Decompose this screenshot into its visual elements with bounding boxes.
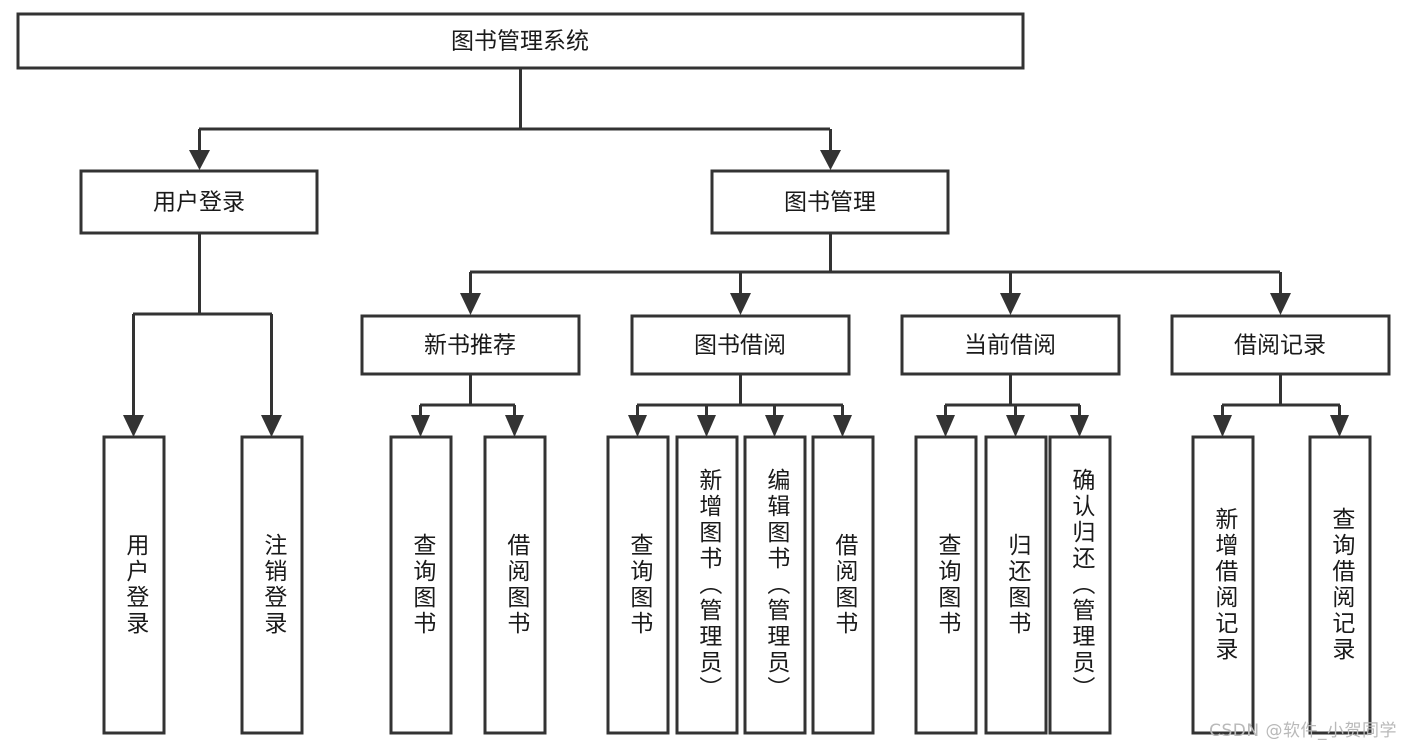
arrow-head-icon — [1330, 415, 1349, 437]
connector-root-to-level2 — [189, 68, 841, 170]
arrow-head-icon — [123, 415, 144, 437]
watermark-text: CSDN @软件_小贺同学 — [1209, 721, 1397, 741]
connector-newbook-to-leaves — [411, 375, 524, 437]
arrow-head-icon — [189, 150, 210, 170]
leaf-box-add-book-admin[interactable] — [675, 435, 739, 735]
leaf-box-return-book[interactable] — [984, 435, 1048, 735]
arrow-head-icon — [833, 415, 852, 437]
node-label: 图书借阅 — [694, 333, 786, 359]
leaf-box-borrow-book-1[interactable] — [483, 435, 547, 735]
leaf-box-query-book-3[interactable] — [914, 435, 978, 735]
leaf-box-user-login[interactable] — [102, 435, 166, 735]
leaf-box-logout[interactable] — [240, 435, 304, 735]
node-box — [630, 314, 851, 376]
connector-bookborrow-to-leaves — [628, 375, 852, 437]
arrow-head-icon — [1006, 415, 1025, 437]
node-label: 用户登录 — [153, 190, 245, 216]
node-label: 当前借阅 — [964, 333, 1056, 359]
leaf-box-query-book-1[interactable] — [389, 435, 453, 735]
node-box — [900, 314, 1121, 376]
arrow-head-icon — [820, 150, 841, 170]
arrow-head-icon — [1000, 293, 1021, 315]
connector-bookmgmt-to-level3 — [460, 233, 1291, 315]
leaf-box-query-book-2[interactable] — [606, 435, 670, 735]
node-box — [710, 169, 950, 235]
node-borrow-record[interactable]: 借阅记录 — [1170, 314, 1391, 376]
node-root-book-management-system[interactable]: 图书管理系统 — [16, 12, 1025, 70]
arrow-head-icon — [936, 415, 955, 437]
arrow-head-icon — [460, 293, 481, 315]
node-label: 图书管理系统 — [451, 29, 589, 55]
leaf-box-confirm-return-admin[interactable] — [1048, 435, 1112, 735]
arrow-head-icon — [697, 415, 716, 437]
arrow-head-icon — [730, 293, 751, 315]
node-label: 新书推荐 — [424, 333, 516, 359]
node-current-borrow[interactable]: 当前借阅 — [900, 314, 1121, 376]
node-label: 借阅记录 — [1234, 333, 1326, 359]
leaf-box-add-borrow-record[interactable] — [1191, 435, 1255, 735]
node-box — [79, 169, 319, 235]
node-label: 图书管理 — [784, 190, 876, 216]
node-user-login[interactable]: 用户登录 — [79, 169, 319, 235]
arrow-head-icon — [628, 415, 647, 437]
leaf-box-edit-book-admin[interactable] — [743, 435, 807, 735]
arrow-head-icon — [261, 415, 282, 437]
node-book-management[interactable]: 图书管理 — [710, 169, 950, 235]
arrow-head-icon — [765, 415, 784, 437]
arrow-head-icon — [1270, 293, 1291, 315]
leaf-box-query-borrow-record[interactable] — [1308, 435, 1372, 735]
arrow-head-icon — [1213, 415, 1232, 437]
node-box — [1170, 314, 1391, 376]
arrow-head-icon — [505, 415, 524, 437]
connector-currentborrow-to-leaves — [936, 375, 1089, 437]
node-book-borrow[interactable]: 图书借阅 — [630, 314, 851, 376]
arrow-head-icon — [411, 415, 430, 437]
node-box — [360, 314, 581, 376]
connector-userlogin-to-leaves — [123, 233, 282, 437]
connector-borrowrecord-to-leaves — [1213, 375, 1349, 437]
node-box — [16, 12, 1025, 70]
node-new-book-recommend[interactable]: 新书推荐 — [360, 314, 581, 376]
leaf-box-borrow-book-2[interactable] — [811, 435, 875, 735]
arrow-head-icon — [1070, 415, 1089, 437]
